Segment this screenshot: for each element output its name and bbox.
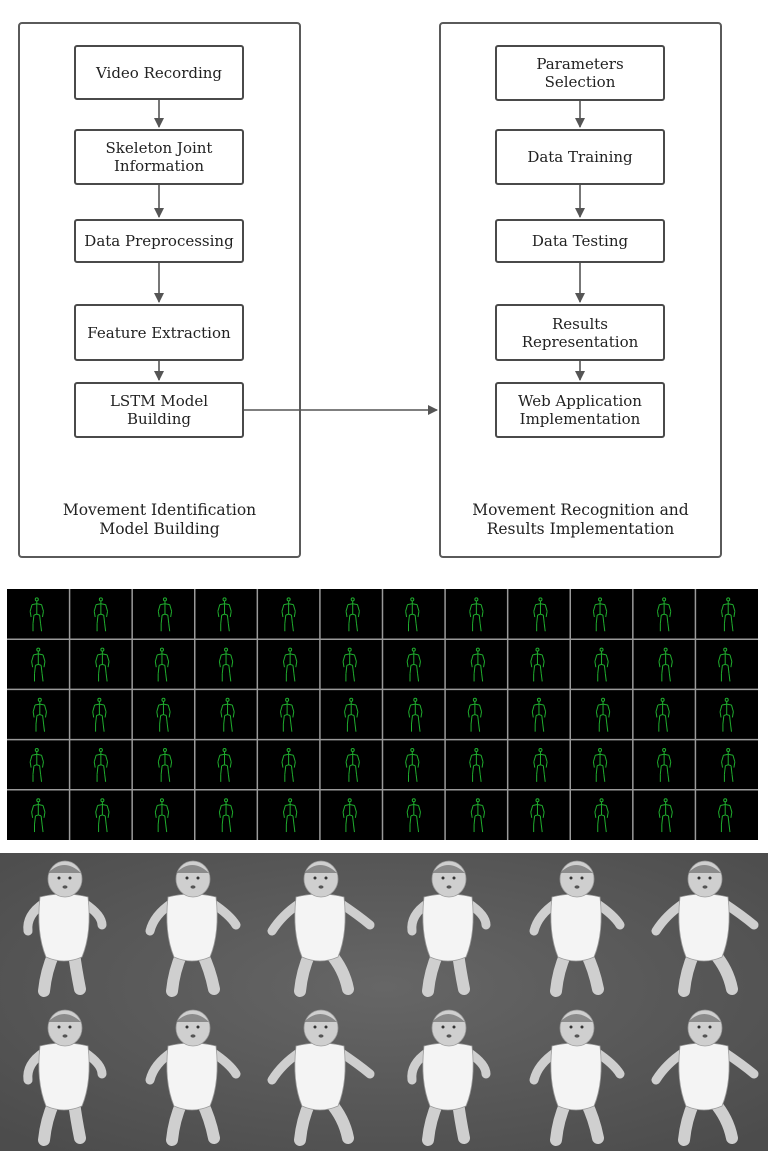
skeleton-frame bbox=[29, 597, 44, 632]
skeleton-frame bbox=[406, 798, 421, 833]
step-skeleton-joint-information: Skeleton Joint Information bbox=[74, 129, 244, 185]
step-label: LSTM Model Building bbox=[109, 392, 209, 428]
skeleton-frame bbox=[405, 748, 420, 782]
step-label: Skeleton Joint Information bbox=[105, 139, 213, 175]
step-label: Data Preprocessing bbox=[84, 232, 234, 250]
skeleton-frame bbox=[154, 798, 170, 833]
skeleton-frame bbox=[345, 597, 360, 632]
infant-frame bbox=[529, 860, 625, 997]
skeleton-frame bbox=[218, 647, 234, 682]
skeleton-frames-grid bbox=[7, 589, 758, 840]
infant-frame bbox=[529, 1009, 625, 1146]
skeleton-frame bbox=[594, 798, 609, 833]
step-lstm-model-building: LSTM Model Building bbox=[74, 382, 244, 438]
step-web-application-implementation: Web Application Implementation bbox=[495, 382, 665, 438]
skeleton-frame bbox=[721, 748, 736, 782]
skeleton-frame bbox=[281, 597, 296, 632]
skeleton-frame bbox=[31, 798, 46, 833]
skeleton-frame bbox=[157, 597, 173, 632]
skeleton-frame bbox=[530, 647, 545, 682]
skeleton-frame bbox=[282, 798, 298, 833]
skeleton-frame bbox=[218, 798, 234, 833]
infant-frame bbox=[407, 1009, 491, 1146]
infant-frame bbox=[267, 1009, 375, 1146]
skeleton-frame bbox=[344, 697, 359, 732]
skeleton-frame bbox=[154, 647, 170, 682]
skeleton-frame bbox=[342, 798, 357, 833]
skeleton-frame bbox=[533, 597, 548, 632]
flow-arrows bbox=[154, 100, 585, 415]
skeleton-frame bbox=[719, 697, 734, 732]
skeleton-frame bbox=[342, 647, 357, 682]
skeleton-frame bbox=[405, 597, 420, 632]
step-results-representation: Results Representation bbox=[495, 304, 665, 361]
step-label: Data Testing bbox=[531, 232, 629, 250]
skeleton-frame bbox=[345, 748, 360, 782]
infant-frame bbox=[145, 1009, 241, 1146]
skeleton-frame bbox=[156, 697, 171, 732]
step-feature-extraction: Feature Extraction bbox=[74, 304, 244, 361]
skeleton-frame bbox=[533, 748, 548, 782]
skeleton-frame bbox=[656, 597, 672, 632]
infant-frame bbox=[651, 1009, 759, 1146]
skeleton-frame bbox=[658, 647, 673, 682]
skeleton-frame bbox=[92, 697, 107, 732]
infant-frame bbox=[651, 860, 759, 997]
infant-frame bbox=[267, 860, 375, 997]
step-label: Feature Extraction bbox=[87, 323, 231, 342]
skeleton-frame bbox=[406, 647, 421, 682]
step-video-recording: Video Recording bbox=[74, 45, 244, 100]
left-panel-caption: Movement Identification Model Building bbox=[62, 501, 257, 538]
skeleton-frame bbox=[95, 798, 110, 833]
step-label: Video Recording bbox=[95, 63, 223, 82]
skeleton-frame bbox=[531, 697, 547, 732]
skeleton-frame bbox=[31, 647, 46, 682]
step-label: Web Application Implementation bbox=[518, 392, 642, 428]
skeleton-frame bbox=[281, 748, 296, 782]
skeleton-frame bbox=[718, 798, 733, 833]
skeleton-frame bbox=[595, 697, 611, 732]
step-data-training: Data Training bbox=[495, 129, 665, 185]
step-data-testing: Data Testing bbox=[495, 219, 665, 263]
infant-frame bbox=[23, 860, 107, 997]
skeleton-frame bbox=[467, 697, 483, 732]
skeleton-frame bbox=[469, 748, 484, 782]
skeleton-frame bbox=[658, 798, 673, 833]
infant-frame bbox=[145, 860, 241, 997]
skeleton-frame bbox=[95, 647, 110, 682]
step-label: Data Training bbox=[527, 148, 633, 166]
skeleton-frame bbox=[718, 647, 733, 682]
step-parameters-selection: Parameters Selection bbox=[495, 45, 665, 101]
skeleton-frame bbox=[217, 597, 232, 632]
infant-frame bbox=[23, 1009, 107, 1146]
skeleton-frame bbox=[530, 798, 545, 833]
skeleton-frame bbox=[656, 748, 672, 782]
skeleton-frame bbox=[157, 748, 173, 782]
step-data-preprocessing: Data Preprocessing bbox=[74, 219, 244, 263]
skeleton-frame bbox=[470, 798, 486, 833]
skeleton-frame bbox=[93, 748, 109, 782]
skeleton-frame bbox=[592, 748, 608, 782]
infant-frames-grid bbox=[0, 853, 768, 1151]
skeleton-frame bbox=[217, 748, 232, 782]
skeleton-frame bbox=[592, 597, 608, 632]
skeleton-frame bbox=[279, 697, 295, 732]
skeleton-frame bbox=[721, 597, 736, 632]
step-label: Results Representation bbox=[521, 314, 639, 351]
skeleton-frame bbox=[470, 647, 486, 682]
skeleton-frame bbox=[29, 748, 44, 782]
right-panel-caption: Movement Recognition and Results Impleme… bbox=[472, 501, 689, 538]
skeleton-frame bbox=[220, 697, 235, 732]
skeleton-frame bbox=[93, 597, 109, 632]
skeleton-frame bbox=[32, 697, 47, 732]
skeleton-frame bbox=[469, 597, 484, 632]
infant-frame bbox=[407, 860, 491, 997]
skeleton-frame bbox=[408, 697, 423, 732]
skeleton-frame bbox=[594, 647, 609, 682]
step-label: Parameters Selection bbox=[536, 55, 624, 91]
skeleton-frame bbox=[282, 647, 298, 682]
skeleton-frame bbox=[655, 697, 670, 732]
